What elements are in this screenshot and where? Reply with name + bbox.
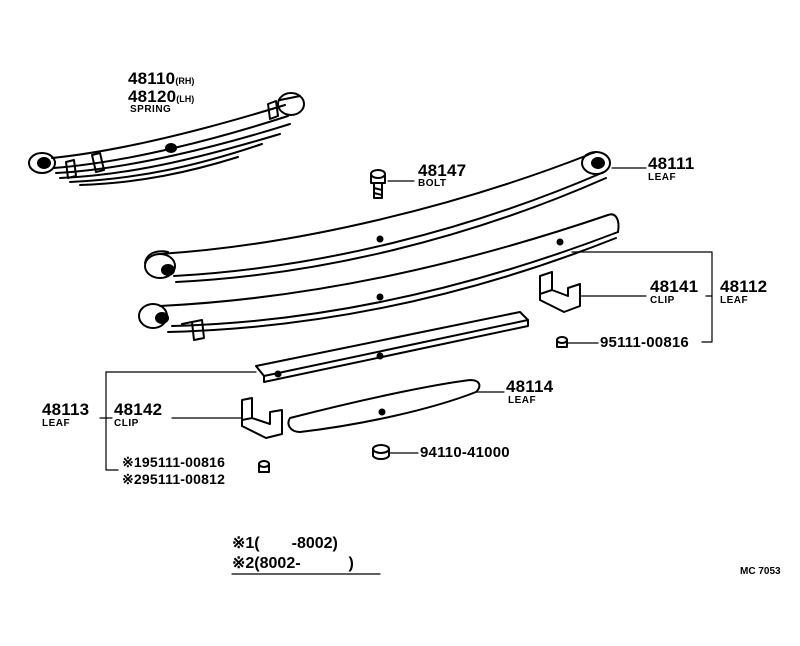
main-leaf-drawing [144, 151, 611, 283]
third-leaf-number: 48113 [42, 400, 90, 419]
spring-lh-label: 48120(LH) [128, 88, 194, 108]
spring-name: SPRING [130, 104, 172, 115]
legend-line-2: ※2(8002- ) [232, 555, 354, 572]
leader-lines [99, 167, 713, 575]
upper-rivet-drawing [556, 336, 568, 348]
spring-rh-number: 48110 [128, 69, 176, 88]
upper-clip-name: CLIP [650, 295, 675, 306]
nut-number: 94110-41000 [420, 444, 510, 461]
legend-line-1: ※1( -8002) [232, 535, 338, 552]
bolt-number: 48147 [418, 161, 467, 180]
nut-drawing [372, 444, 390, 460]
spring-lh-number: 48120 [128, 87, 177, 106]
spring-rh-label: 48110(RH) [128, 70, 194, 90]
center-bolt-drawing [370, 169, 386, 199]
lower-clip-drawing [241, 397, 283, 439]
lower-rivet-2-number: ※295111-00812 [122, 471, 226, 487]
lower-rivet-1-number: ※195111-00816 [122, 454, 226, 470]
main-leaf-number: 48111 [648, 154, 695, 173]
bolt-name: BOLT [418, 178, 447, 189]
fourth-leaf-drawing [287, 379, 481, 433]
lower-clip-number: 48142 [114, 400, 163, 419]
fourth-leaf-number: 48114 [506, 377, 554, 396]
upper-clip-drawing [539, 271, 581, 313]
spring-lh-suffix: (LH) [176, 94, 195, 104]
figure-code: MC 7053 [740, 566, 781, 577]
third-leaf-drawing [255, 311, 529, 383]
lower-clip-name: CLIP [114, 418, 139, 429]
spring-assembly-drawing [28, 92, 305, 186]
main-leaf-name: LEAF [648, 172, 677, 183]
spring-rh-suffix: (RH) [175, 76, 195, 86]
lower-rivet-drawing [258, 460, 270, 473]
upper-clip-number: 48141 [650, 277, 699, 296]
second-leaf-number: 48112 [720, 277, 768, 296]
second-leaf-drawing [138, 213, 620, 341]
fourth-leaf-name: LEAF [508, 395, 537, 406]
second-leaf-name: LEAF [720, 295, 749, 306]
upper-rivet-number: 95111-00816 [600, 334, 689, 351]
third-leaf-name: LEAF [42, 418, 71, 429]
